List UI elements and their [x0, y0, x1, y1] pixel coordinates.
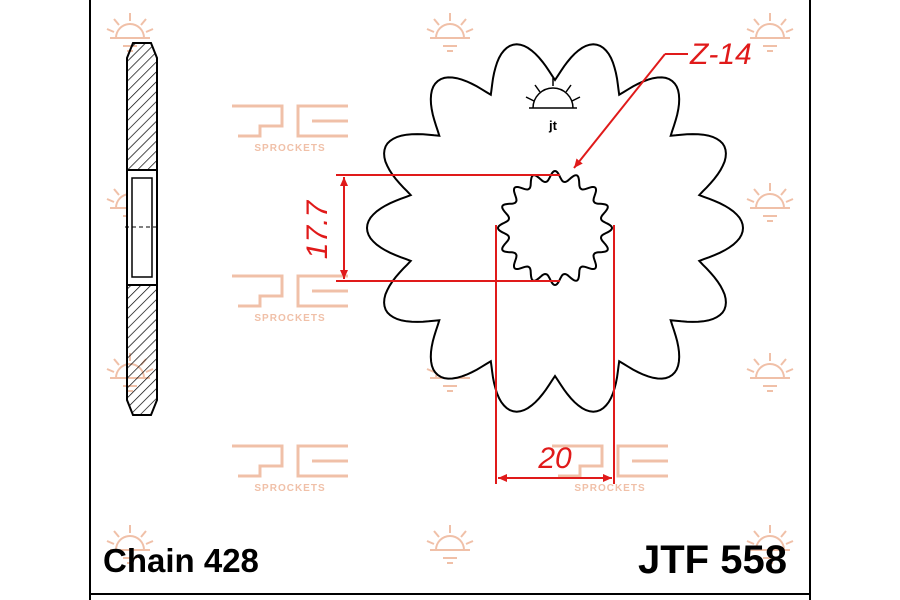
spline-width-dimension: 20	[495, 225, 615, 484]
watermark-brand-text: SPROCKETS	[254, 143, 325, 154]
jt-logo-glyph: jt	[548, 118, 558, 133]
watermark-brand-logo: SPROCKETS	[232, 274, 348, 324]
sprocket-side-profile	[125, 42, 159, 416]
watermark-brand-logo: SPROCKETS	[232, 104, 348, 154]
part-number-label: JTF 558	[638, 538, 787, 582]
watermark-sun-icon	[106, 525, 154, 564]
watermark-sun-icon	[746, 525, 794, 564]
side-profile-lower-section	[126, 284, 158, 416]
spline-bore	[496, 169, 614, 287]
watermark-sun-icon	[106, 13, 154, 52]
watermark-sun-icon	[746, 183, 794, 222]
watermark-brand-text: SPROCKETS	[574, 483, 645, 494]
watermark-sun-icon	[746, 13, 794, 52]
tooth-count-leader-arrow	[573, 53, 666, 169]
tooth-count-label: Z-14	[689, 38, 752, 71]
chain-size-label: Chain 428	[103, 542, 259, 579]
spline-width-dimension-value: 20	[537, 442, 572, 475]
watermark-brand-logo: SPROCKETS	[232, 444, 348, 494]
bolt-circle-dimension-value: 17.7	[301, 199, 334, 259]
watermark-brand-text: SPROCKETS	[254, 313, 325, 324]
jt-logo-icon: jt	[525, 78, 581, 133]
side-profile-upper-section	[126, 42, 158, 171]
watermark-brand-logo: SPROCKETS	[552, 444, 668, 494]
bolt-circle-dimension: 17.7	[301, 174, 560, 282]
watermark-sun-icon	[746, 353, 794, 392]
tooth-count-callout: Z-14	[573, 38, 752, 169]
watermark-sun-icon	[426, 525, 474, 564]
watermark-brand-text: SPROCKETS	[254, 483, 325, 494]
watermark-sun-icon	[426, 13, 474, 52]
